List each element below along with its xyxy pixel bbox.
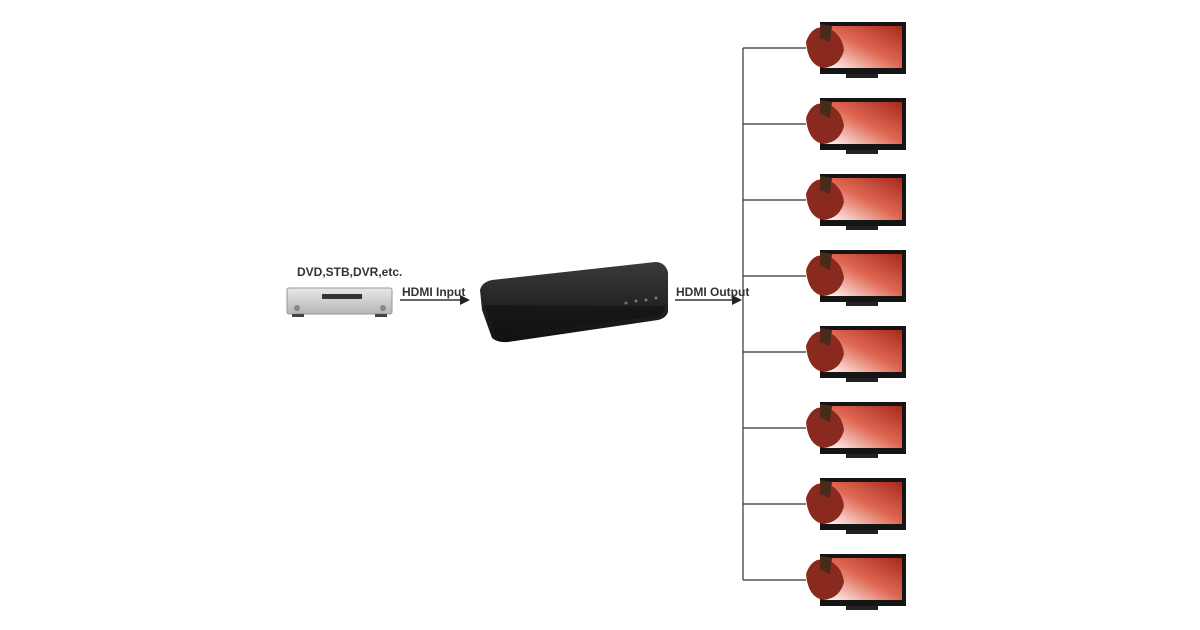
tv-icon bbox=[743, 174, 906, 230]
tv-icon bbox=[743, 22, 906, 78]
hdmi-output-label: HDMI Output bbox=[676, 285, 750, 299]
tv-icon bbox=[743, 326, 906, 382]
tv-icon bbox=[743, 478, 906, 534]
tv-icon bbox=[743, 554, 906, 610]
source-label: DVD,STB,DVR,etc. bbox=[297, 265, 403, 279]
tv-icon bbox=[743, 98, 906, 154]
hdmi-input-arrow bbox=[400, 295, 470, 305]
tv-icon bbox=[743, 402, 906, 458]
hdmi-splitter-icon bbox=[480, 262, 668, 343]
dvd-player-icon bbox=[286, 287, 393, 317]
hdmi-input-label: HDMI Input bbox=[402, 285, 466, 299]
hdmi-output-arrow bbox=[675, 295, 742, 305]
tv-icon bbox=[743, 250, 906, 306]
